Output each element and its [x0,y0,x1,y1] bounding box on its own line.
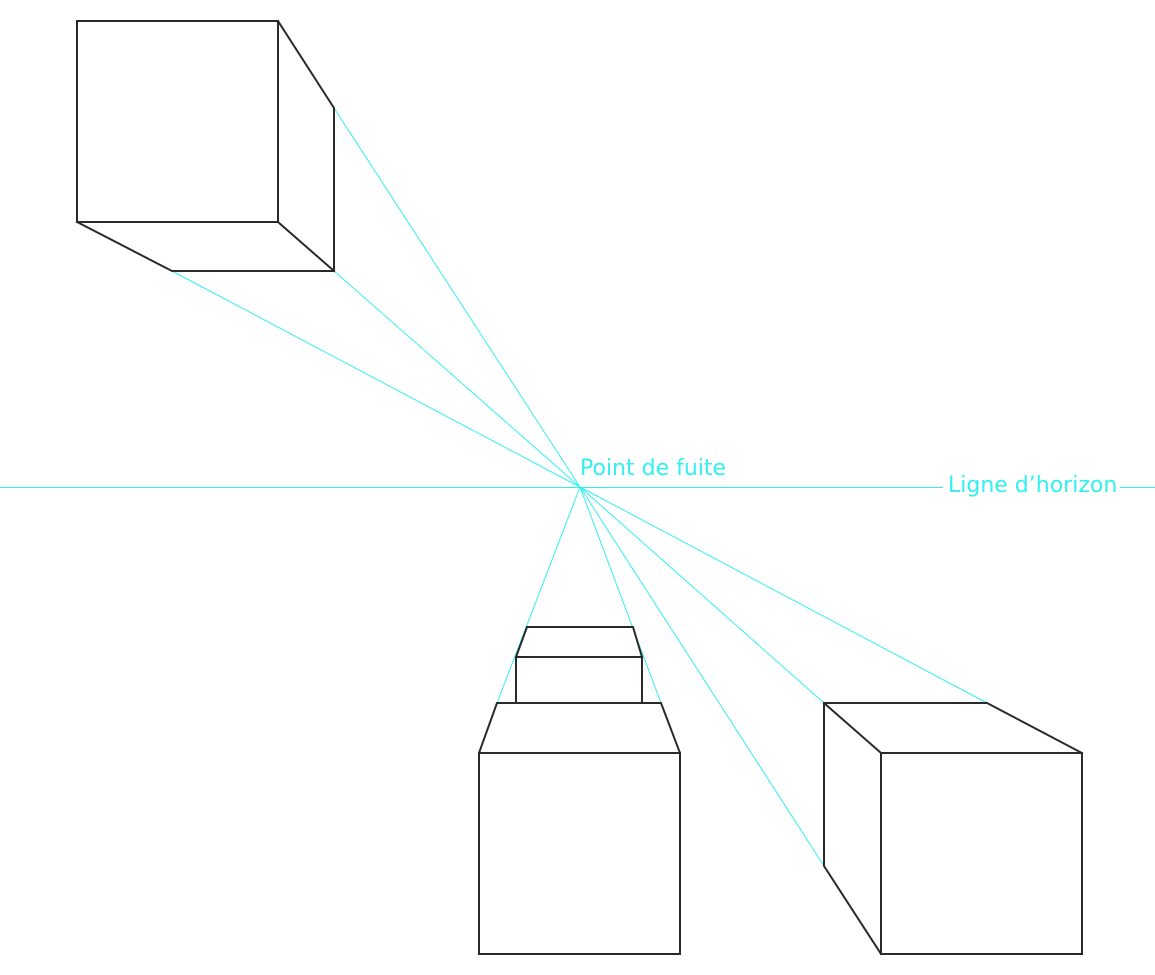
guide-line-right-cube-lower [579,486,825,867]
guide-line-right-cube-upper [579,486,988,704]
guide-line-top-cube-lower-left [171,270,581,488]
cube-lower-right [822,701,1084,956]
guide-line-right-cube-middle [579,486,825,704]
cube-upper-left [75,19,336,273]
cube-upper-left-side-edges [75,19,335,272]
vanishing-guides [171,107,988,867]
guide-line-center-box-left [496,486,581,704]
guide-line-top-cube-upper [333,107,581,488]
horizon-line-label: Ligne d’horizon [948,473,1117,498]
box-center-top-face [477,702,682,755]
cube-lower-right-side-face [823,702,1084,956]
vanishing-point-label: Point de fuite [580,456,726,481]
cube-lower-right-front-face [880,752,1083,955]
guide-line-top-cube-lower-right [333,270,581,488]
box-center-bottom [477,626,682,955]
box-center-front-face [478,752,681,955]
box-center-small-front-face [515,656,643,704]
cube-upper-left-depth-edge [276,220,336,273]
cube-lower-right-depth-edge [822,701,883,755]
box-center-small-top-face [514,626,644,659]
cube-upper-left-front-face [76,20,279,223]
guide-line-center-box-right [579,486,662,704]
